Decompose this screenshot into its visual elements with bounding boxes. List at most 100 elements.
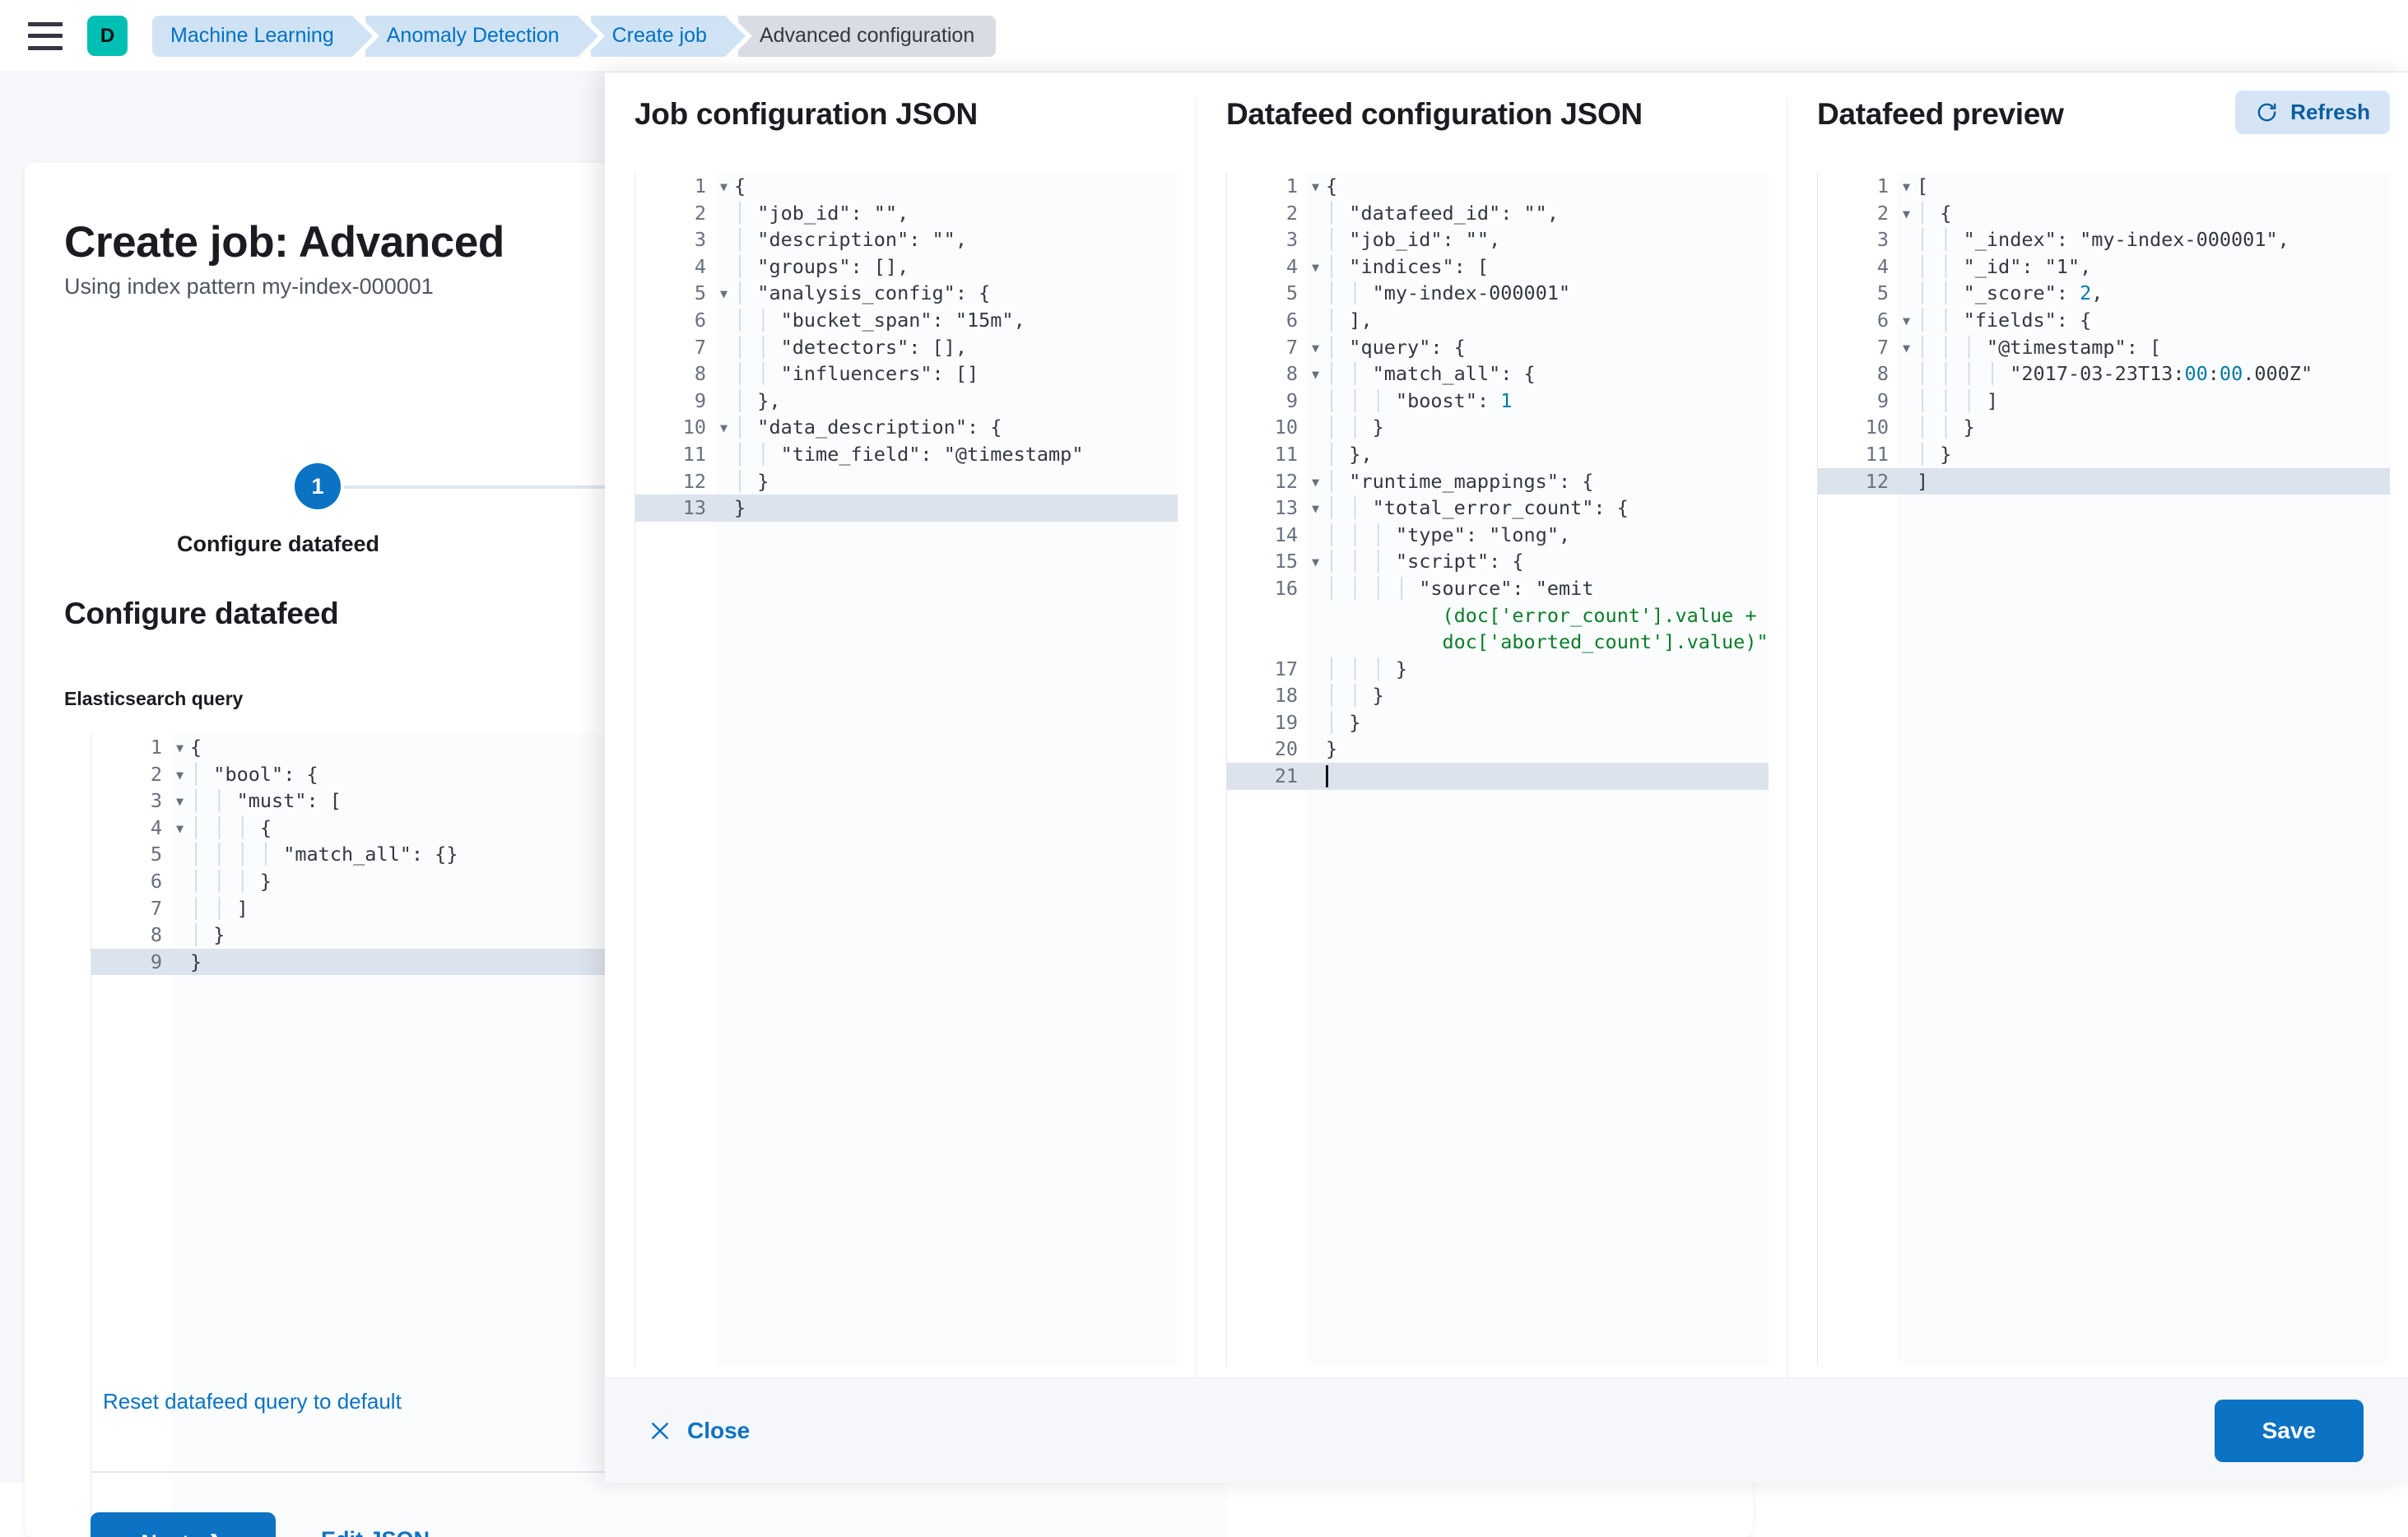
line-number: 11 xyxy=(682,442,706,466)
code-line[interactable]: 4│ │ "_id": "1", xyxy=(1818,253,2390,281)
code-text: │ │ │ │ "match_all": {} xyxy=(190,843,458,866)
line-number: 3 xyxy=(1876,228,1889,252)
code-line[interactable]: 8▼│ │ "match_all": { xyxy=(1227,360,1769,388)
code-line[interactable]: 5▼│ "analysis_config": { xyxy=(635,280,1178,307)
fold-toggle-icon[interactable]: ▼ xyxy=(1902,179,1910,194)
breadcrumb-item-machine-learning[interactable]: Machine Learning xyxy=(152,15,379,57)
code-line[interactable]: 10▼│ "data_description": { xyxy=(635,414,1178,441)
datafeed-preview-header: Datafeed preview Refresh xyxy=(1817,91,2390,155)
code-line[interactable]: 5│ │ │ │ "match_all": {} xyxy=(91,841,1226,868)
fold-toggle-icon[interactable]: ▼ xyxy=(719,420,728,436)
job-configuration-json-editor[interactable]: 1▼{2│ "job_id": "",3│ "description": "",… xyxy=(635,173,1178,1366)
refresh-button[interactable]: Refresh xyxy=(2235,91,2390,134)
line-number: 6 xyxy=(150,869,162,893)
line-number: 8 xyxy=(150,923,162,947)
code-line[interactable]: 10│ │ } xyxy=(1818,414,2390,441)
code-line[interactable]: 18│ │ } xyxy=(1227,682,1769,709)
code-line[interactable]: 1▼[ xyxy=(1818,173,2390,200)
datafeed-configuration-json-editor[interactable]: 1▼{2│ "datafeed_id": "",3│ "job_id": "",… xyxy=(1226,173,1769,1366)
code-line[interactable]: 21 xyxy=(1227,763,1769,790)
fold-toggle-icon[interactable]: ▼ xyxy=(1311,474,1319,490)
code-line[interactable]: 1▼{ xyxy=(1227,173,1769,200)
code-line[interactable]: 13} xyxy=(635,495,1178,522)
fold-toggle-icon[interactable]: ▼ xyxy=(1902,340,1910,355)
code-line[interactable]: 2▼│ { xyxy=(1818,200,2390,227)
code-line[interactable]: 9│ │ │ ] xyxy=(1818,388,2390,415)
code-line[interactable]: 11│ }, xyxy=(1227,441,1769,468)
code-line[interactable]: 3│ "description": "", xyxy=(635,226,1178,253)
code-line[interactable]: 7▼│ "query": { xyxy=(1227,334,1769,361)
code-line[interactable]: 1▼{ xyxy=(635,173,1178,200)
code-line[interactable]: 6│ ], xyxy=(1227,307,1769,334)
code-line[interactable]: 12] xyxy=(1818,467,2390,495)
code-line[interactable]: 16│ │ │ │ "source": "emit xyxy=(1227,575,1769,602)
fold-toggle-icon[interactable]: ▼ xyxy=(175,741,184,755)
fold-toggle-icon[interactable]: ▼ xyxy=(1902,206,1910,221)
line-number: 9 xyxy=(91,948,170,976)
code-line[interactable]: 5│ │ "_score": 2, xyxy=(1818,280,2390,307)
fold-toggle-icon[interactable]: ▼ xyxy=(719,179,728,194)
fold-toggle-icon[interactable]: ▼ xyxy=(175,794,184,810)
code-line[interactable]: 19│ } xyxy=(1227,709,1769,736)
datafeed-configuration-title: Datafeed configuration JSON xyxy=(1226,97,1643,131)
code-line[interactable]: 11│ │ "time_field": "@timestamp" xyxy=(635,441,1178,468)
code-line[interactable]: 8│ │ "influencers": [] xyxy=(635,360,1178,388)
fold-toggle-icon[interactable]: ▼ xyxy=(1311,259,1319,275)
line-number: 9 xyxy=(1285,388,1298,412)
code-line[interactable]: 3│ "job_id": "", xyxy=(1227,226,1769,253)
code-line[interactable]: 7▼│ │ │ "@timestamp": [ xyxy=(1818,334,2390,361)
edit-json-link[interactable]: Edit JSON xyxy=(321,1527,430,1537)
code-line[interactable]: 4▼│ │ │ { xyxy=(91,815,1226,842)
code-text: { xyxy=(190,736,202,759)
reset-datafeed-query-link[interactable]: Reset datafeed query to default xyxy=(103,1389,402,1414)
code-line[interactable]: 6│ │ "bucket_span": "15m", xyxy=(635,307,1178,334)
code-line[interactable]: 17│ │ │ } xyxy=(1227,656,1769,683)
fold-toggle-icon[interactable]: ▼ xyxy=(1311,555,1319,570)
hamburger-menu-icon[interactable] xyxy=(28,21,63,50)
code-line[interactable]: 10│ │ } xyxy=(1227,414,1769,441)
code-line[interactable]: 3▼│ │ "must": [ xyxy=(91,787,1226,815)
code-line[interactable]: 20} xyxy=(1227,736,1769,763)
code-line[interactable]: 11│ } xyxy=(1818,441,2390,468)
code-line[interactable]: 7│ │ ] xyxy=(91,895,1226,922)
fold-toggle-icon[interactable]: ▼ xyxy=(1902,313,1910,328)
datafeed-preview-json-editor[interactable]: 1▼[2▼│ {3│ │ "_index": "my-index-000001"… xyxy=(1817,173,2390,1366)
close-button[interactable]: Close xyxy=(649,1418,750,1444)
code-text: } xyxy=(190,950,202,973)
save-button[interactable]: Save xyxy=(2214,1399,2364,1462)
code-line[interactable]: 12▼│ "runtime_mappings": { xyxy=(1227,468,1769,495)
code-line[interactable]: 4│ "groups": [], xyxy=(635,253,1178,281)
code-line[interactable]: 6│ │ │ } xyxy=(91,868,1226,895)
code-line[interactable]: 2▼│ "bool": { xyxy=(91,761,1226,788)
code-line[interactable]: 6▼│ │ "fields": { xyxy=(1818,307,2390,334)
space-avatar[interactable]: D xyxy=(87,16,128,56)
code-line[interactable]: 3│ │ "_index": "my-index-000001", xyxy=(1818,226,2390,253)
code-line[interactable]: 7│ │ "detectors": [], xyxy=(635,334,1178,361)
code-line[interactable]: 1▼{ xyxy=(91,734,1226,761)
fold-toggle-icon[interactable]: ▼ xyxy=(1311,340,1319,355)
code-line[interactable]: 14│ │ │ "type": "long", xyxy=(1227,522,1769,549)
fold-toggle-icon[interactable]: ▼ xyxy=(1311,179,1319,194)
code-line[interactable]: 15▼│ │ │ "script": { xyxy=(1227,548,1769,575)
next-button[interactable]: Next ❯ xyxy=(91,1512,276,1537)
code-line[interactable]: 8│ │ │ │ "2017-03-23T13:00:00.000Z" xyxy=(1818,360,2390,388)
fold-toggle-icon[interactable]: ▼ xyxy=(719,286,728,302)
code-line[interactable]: 2│ "job_id": "", xyxy=(635,200,1178,227)
step-1-indicator[interactable]: 1 xyxy=(295,463,341,509)
breadcrumb-item-anomaly-detection[interactable]: Anomaly Detection xyxy=(365,15,605,57)
line-number: 5 xyxy=(1876,281,1889,305)
fold-toggle-icon[interactable]: ▼ xyxy=(175,767,184,782)
code-line[interactable]: 4▼│ "indices": [ xyxy=(1227,253,1769,281)
code-line[interactable]: 13▼│ │ "total_error_count": { xyxy=(1227,495,1769,522)
fold-toggle-icon[interactable]: ▼ xyxy=(1311,367,1319,383)
code-line[interactable]: 9│ │ │ "boost": 1 xyxy=(1227,388,1769,415)
fold-toggle-icon[interactable]: ▼ xyxy=(1311,501,1319,517)
fold-toggle-icon[interactable]: ▼ xyxy=(175,820,184,836)
preview-editor-gutter-background xyxy=(1818,173,1897,1366)
code-line[interactable]: 9│ }, xyxy=(635,388,1178,415)
code-line[interactable]: 5│ │ "my-index-000001" xyxy=(1227,280,1769,307)
code-line[interactable]: 8│ } xyxy=(91,922,1226,949)
code-line[interactable]: 12│ } xyxy=(635,468,1178,495)
code-line[interactable]: 2│ "datafeed_id": "", xyxy=(1227,200,1769,227)
breadcrumb-item-create-job[interactable]: Create job xyxy=(590,15,753,57)
